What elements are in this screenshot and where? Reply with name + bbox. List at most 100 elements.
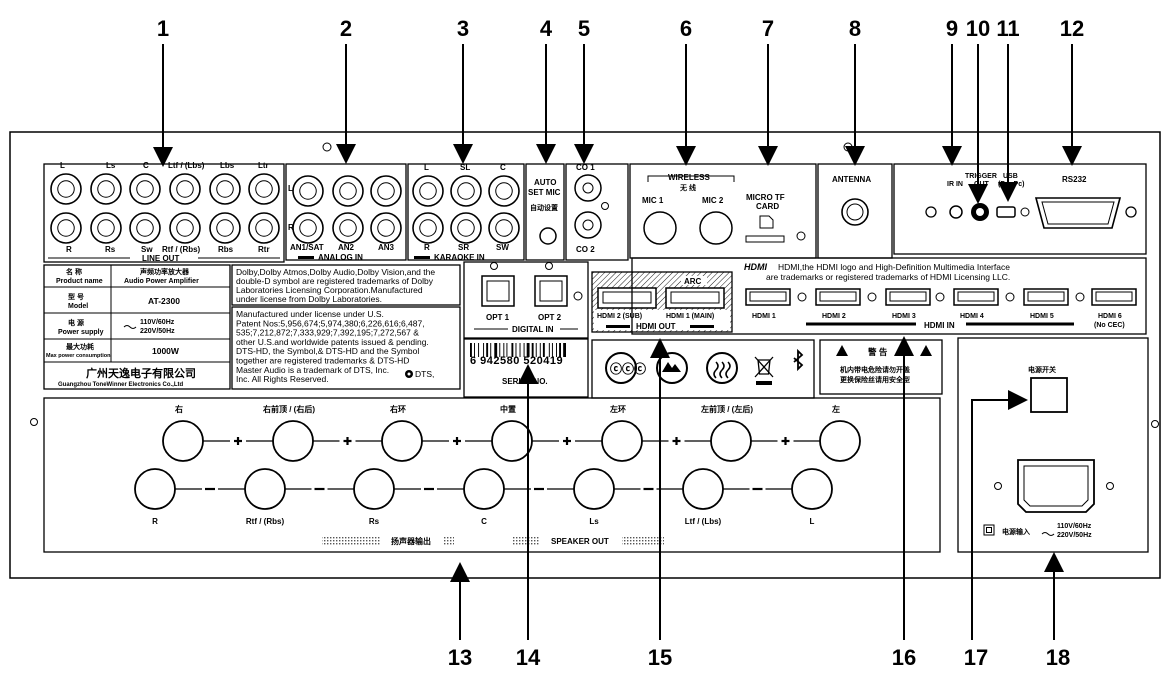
analog-jack-l-2[interactable] xyxy=(370,175,402,207)
hdmi-in-port-3[interactable] xyxy=(885,288,931,306)
row0-value-cn: 声频功率放大器 xyxy=(139,267,190,276)
line-out-bottom-label-0: R xyxy=(66,245,72,254)
karaoke-top-label-2: C xyxy=(500,163,506,172)
hdmi-in-port-6[interactable] xyxy=(1091,288,1137,306)
ir-in-label: IR IN xyxy=(947,181,963,188)
barcode-number: 6 942580 520419 xyxy=(470,355,563,367)
analog-side-l: L xyxy=(288,184,293,193)
antenna-label: ANTENNA xyxy=(832,175,871,184)
analog-jack-r-0[interactable] xyxy=(292,212,324,244)
callout-18: 18 xyxy=(1046,645,1070,670)
analog-label-1: AN2 xyxy=(338,243,355,252)
auto-set-mic-line3: 自动设置 xyxy=(530,203,558,212)
callout-6: 6 xyxy=(680,16,692,41)
karaoke-jack-top-1[interactable] xyxy=(450,175,482,207)
dts-symbol-suffix: DTS, xyxy=(415,369,434,379)
hdmi-in-port-5[interactable] xyxy=(1023,288,1069,306)
line-out-jack-top-2[interactable] xyxy=(129,173,161,205)
digital-in-section: OPT 1 OPT 2 DIGITAL IN xyxy=(463,261,589,339)
company-en: Guangzhou ToneWinner Electronics Co.,Ltd xyxy=(58,382,184,388)
usb-label-1: USB xyxy=(1003,173,1018,180)
callout-17: 17 xyxy=(964,645,988,670)
line-out-jack-top-5[interactable] xyxy=(248,173,280,205)
auto-set-mic-jack[interactable] xyxy=(539,227,557,245)
row1-label-cn: 型 号 xyxy=(68,292,84,301)
opt2-port[interactable] xyxy=(534,275,568,307)
callout-7: 7 xyxy=(762,16,774,41)
analog-side-r: R xyxy=(288,223,294,232)
line-out-top-label-0: L xyxy=(60,161,65,170)
micro-tf-line2: CARD xyxy=(756,202,779,211)
callout-14: 14 xyxy=(516,645,541,670)
antenna-jack[interactable] xyxy=(841,198,869,226)
usb-port[interactable] xyxy=(996,206,1016,218)
line-out-jack-bottom-4[interactable] xyxy=(209,212,241,244)
line-out-jack-top-1[interactable] xyxy=(90,173,122,205)
warning-line2: 更换保险丝请用安全型 xyxy=(840,375,910,384)
company-cn: 广州天逸电子有限公司 xyxy=(86,366,196,380)
power-switch-label: 电源开关 xyxy=(1028,365,1056,374)
karaoke-jack-top-0[interactable] xyxy=(412,175,444,207)
mic1-jack[interactable] xyxy=(643,211,677,245)
karaoke-jack-bottom-1[interactable] xyxy=(450,212,482,244)
analog-label-0: AN1/SAT xyxy=(290,243,324,252)
line-out-jack-top-3[interactable] xyxy=(169,173,201,205)
auto-set-mic-line1: AUTO xyxy=(534,178,557,187)
speaker-bottom-label-5: Ltf / (Lbs) xyxy=(685,517,722,526)
line-out-jack-bottom-5[interactable] xyxy=(248,212,280,244)
line-out-jack-bottom-2[interactable] xyxy=(129,212,161,244)
speaker-out-title-en: SPEAKER OUT xyxy=(551,537,609,546)
dts-line-4: DTS-HD, the Symbol,& DTS-HD and the Symb… xyxy=(236,346,419,356)
opt1-port[interactable] xyxy=(481,275,515,307)
product-info-table: 名 称 Product name 声频功率放大器 Audio Power Amp… xyxy=(43,264,231,390)
karaoke-jack-bottom-2[interactable] xyxy=(488,212,520,244)
coax-2-jack[interactable] xyxy=(574,211,602,239)
dts-notice: Manufactured under license under U.S.Pat… xyxy=(231,306,461,390)
line-out-jack-top-4[interactable] xyxy=(209,173,241,205)
ac-inlet[interactable] xyxy=(1017,459,1095,513)
hdmi-in-title: HDMI IN xyxy=(924,321,955,330)
coax-top-label: CO 1 xyxy=(576,163,595,172)
analog-jack-l-0[interactable] xyxy=(292,175,324,207)
hdmi-in-label-4: HDMI 5 xyxy=(1030,313,1054,320)
line-out-jack-bottom-0[interactable] xyxy=(50,212,82,244)
line-out-jack-bottom-1[interactable] xyxy=(90,212,122,244)
digital-in-title: DIGITAL IN xyxy=(512,325,554,334)
line-out-jack-top-0[interactable] xyxy=(50,173,82,205)
karaoke-bottom-label-1: SR xyxy=(458,243,469,252)
analog-jack-l-1[interactable] xyxy=(332,175,364,207)
analog-jack-r-1[interactable] xyxy=(332,212,364,244)
karaoke-jack-top-2[interactable] xyxy=(488,175,520,207)
hdmi-out-section: ARC HDMI 2 (SUB) HDMI 1 (MAIN) HDMI OUT xyxy=(591,271,733,333)
hdmi-in-port-2[interactable] xyxy=(815,288,861,306)
hdmi-in-port-1[interactable] xyxy=(745,288,791,306)
power-switch[interactable] xyxy=(1030,377,1068,413)
micro-tf-line1: MICRO TF xyxy=(746,193,785,202)
callout-13: 13 xyxy=(448,645,472,670)
micro-tf-slot[interactable] xyxy=(745,235,785,243)
karaoke-jack-bottom-0[interactable] xyxy=(412,212,444,244)
warning-label: 警 告 机内带电危险请勿开盖 更换保险丝请用安全型 xyxy=(819,339,943,395)
wireless-mic1-label: MIC 1 xyxy=(642,196,664,205)
line-out-bottom-label-4: Rbs xyxy=(218,245,234,254)
speaker-top-label-1: 右前顶 / (右后) xyxy=(262,404,315,414)
bluetooth-icon xyxy=(793,348,804,372)
row1-label-en: Model xyxy=(68,303,88,310)
dts-line-2: 535;7,212,872;7,333,929;7,392,195;7,272,… xyxy=(236,328,419,338)
ir-in-jack[interactable] xyxy=(949,205,963,219)
rs232-port[interactable] xyxy=(1034,197,1122,229)
analog-jack-r-2[interactable] xyxy=(370,212,402,244)
hdmi-in-port-4[interactable] xyxy=(953,288,999,306)
row2-value-1: 110V/60Hz xyxy=(140,319,175,326)
callout-3: 3 xyxy=(457,16,469,41)
svg-text:ⓒⓒⓒ: ⓒⓒⓒ xyxy=(610,361,646,376)
line-out-jack-bottom-3[interactable] xyxy=(169,212,201,244)
callout-4: 4 xyxy=(540,16,553,41)
rs232-label: RS232 xyxy=(1062,175,1087,184)
callout-12: 12 xyxy=(1060,16,1084,41)
hdmi-out-main-label: HDMI 1 (MAIN) xyxy=(666,313,714,320)
coax-1-jack[interactable] xyxy=(574,174,602,202)
hdmi-notice-line2: are trademarks or registered trademarks … xyxy=(766,272,1010,282)
mic2-jack[interactable] xyxy=(699,211,733,245)
